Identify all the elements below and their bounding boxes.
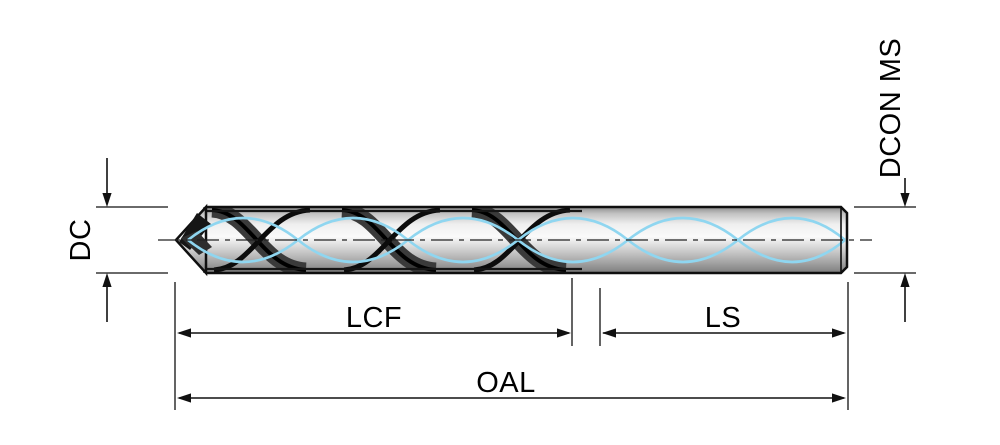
oal-dimension: OAL [174,282,849,410]
oal-label: OAL [476,367,536,399]
dc-dimension: DC [65,158,168,322]
flute-edge [343,207,441,273]
oal-arrow-left [177,393,191,403]
flute-edge [213,207,311,273]
dcon-arrow-up [900,273,910,287]
dc-arrow-up [102,273,112,287]
lcf-label: LCF [346,302,402,334]
ls-arrow-left [602,328,616,338]
dc-arrow-down [102,193,112,207]
dcon-dimension: DCON MS [854,38,916,322]
point-facet-shadow [181,231,212,255]
lcf-dimension: LCF [177,278,573,346]
ls-dimension: LS [599,288,846,346]
lcf-arrow-right [557,328,571,338]
ls-label: LS [705,302,741,334]
dcon-label: DCON MS [875,38,907,178]
drill-body [158,203,872,277]
dcon-arrow-down [900,193,910,207]
oal-arrow-right [832,393,846,403]
dc-label: DC [65,219,97,262]
lcf-arrow-left [177,328,191,338]
ls-arrow-right [832,328,846,338]
drill-outline [206,205,849,275]
